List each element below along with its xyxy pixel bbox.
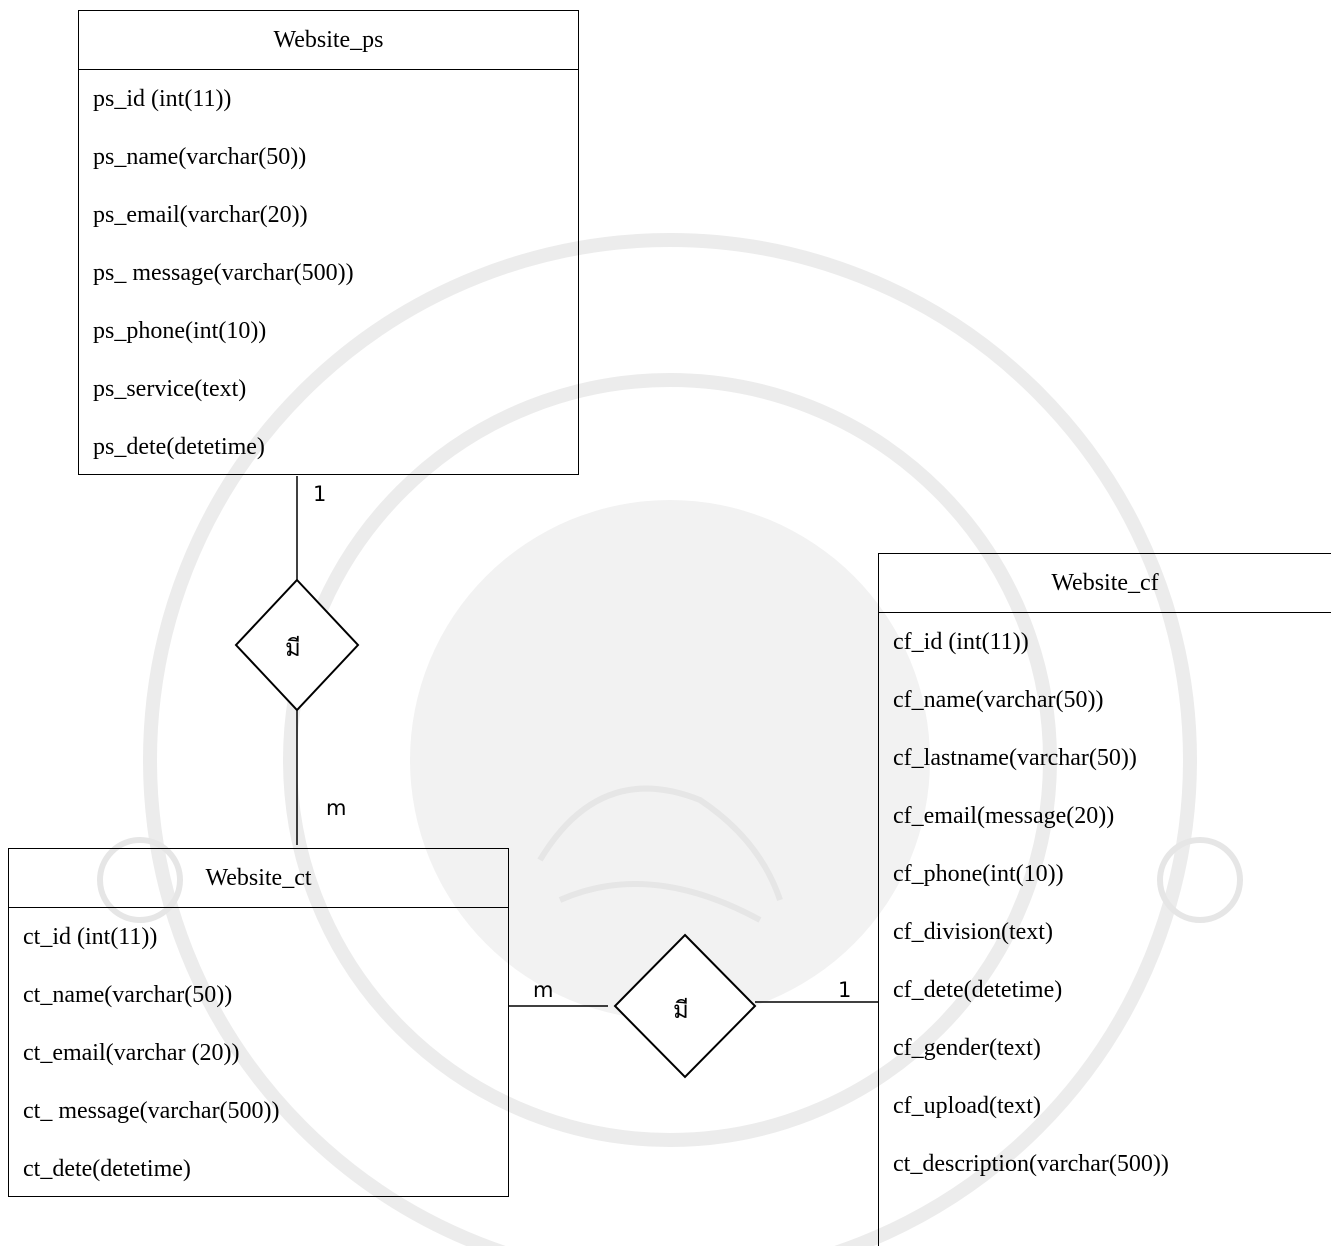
attribute: cf_lastname(varchar(50)): [893, 745, 1137, 771]
attribute: cf_gender(text): [893, 1035, 1041, 1061]
attribute: ps_id (int(11)): [93, 86, 232, 112]
entity-website-ps: Website_ps ps_id (int(11)) ps_name(varch…: [78, 10, 579, 475]
cardinality-cf: 1: [838, 978, 852, 1002]
cardinality-ct-right: m: [533, 978, 554, 1002]
relationship-label-1: มี: [285, 634, 301, 662]
attribute: ct_dete(detetime): [23, 1156, 191, 1182]
attribute: ps_name(varchar(50)): [93, 144, 307, 170]
attribute: ps_phone(int(10)): [93, 318, 267, 344]
attribute: cf_email(message(20)): [893, 803, 1115, 829]
attribute: cf_id (int(11)): [893, 629, 1029, 655]
attribute: cf_upload(text): [893, 1093, 1041, 1119]
entity-website-ct: Website_ct ct_id (int(11)) ct_name(varch…: [8, 848, 509, 1197]
attribute: cf_phone(int(10)): [893, 861, 1064, 887]
entity-website-cf: Website_cf cf_id (int(11)) cf_name(varch…: [878, 553, 1331, 1246]
attribute: cf_division(text): [893, 919, 1053, 945]
attribute: ps_email(varchar(20)): [93, 202, 308, 228]
attribute: ps_service(text): [93, 376, 247, 402]
attribute: ps_ message(varchar(500)): [93, 260, 354, 286]
cardinality-ct-top: m: [326, 796, 347, 820]
relationship-label-2: มี: [673, 996, 689, 1024]
attribute: ct_id (int(11)): [23, 924, 158, 950]
entity-title: Website_ps: [79, 11, 578, 70]
attribute: ct_ message(varchar(500)): [23, 1098, 280, 1124]
attribute: ps_dete(detetime): [93, 434, 265, 460]
entity-title: Website_cf: [879, 554, 1331, 613]
entity-title: Website_ct: [9, 849, 508, 908]
attribute: ct_name(varchar(50)): [23, 982, 233, 1008]
attribute: cf_name(varchar(50)): [893, 687, 1104, 713]
attribute: ct_description(varchar(500)): [893, 1151, 1169, 1177]
cardinality-ps: 1: [313, 482, 327, 506]
attribute: ct_email(varchar (20)): [23, 1040, 240, 1066]
attribute: cf_dete(detetime): [893, 977, 1063, 1003]
relationship-diamond-2: [613, 933, 757, 1079]
